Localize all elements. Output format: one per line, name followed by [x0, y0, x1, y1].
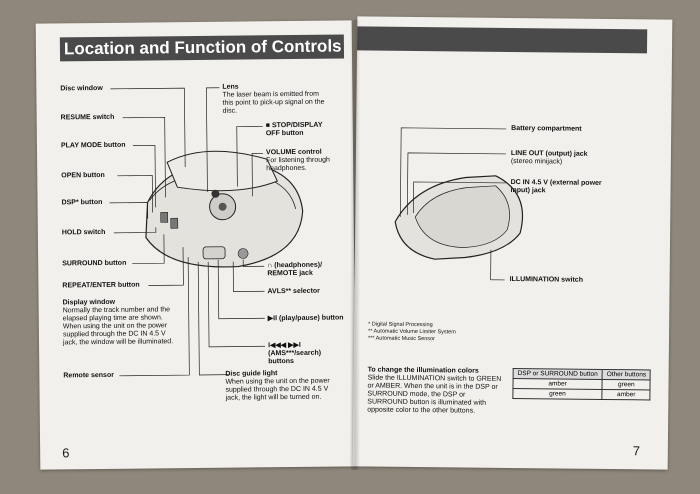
table-header-other-buttons: Other buttons	[602, 369, 651, 380]
display-window-description: Normally the track number and the elapse…	[62, 306, 174, 347]
label-headphones-jack: ∩ (headphones)/ REMOTE jack	[267, 261, 323, 278]
illumination-section: To change the illumination colors Slide …	[367, 366, 505, 415]
label-disc-guide-light: Disc guide light When using the unit on …	[225, 370, 337, 403]
label-play-pause-button: ▶II (play/pause) button	[267, 314, 344, 323]
disc-guide-description: When using the unit on the power supplie…	[225, 377, 330, 402]
label-dsp-button: DSP* button	[61, 198, 103, 207]
illumination-heading: To change the illumination colors	[367, 366, 479, 375]
footnote-3: *** Automatic Music Sensor	[367, 335, 435, 343]
label-display-window: Display window Normally the track number…	[62, 298, 174, 347]
label-repeat-enter-button: REPEAT/ENTER button	[62, 281, 140, 290]
label-stop-display-button: ■ STOP/DISPLAY OFF button	[265, 121, 323, 138]
table-row: green amber	[512, 388, 651, 400]
label-dc-in-jack: DC IN 4.5 V (external power input) jack	[510, 178, 602, 195]
label-hold-switch: HOLD switch	[61, 228, 106, 237]
line-out-description: (stereo minijack)	[510, 157, 563, 166]
label-surround-button: SURROUND button	[62, 259, 127, 268]
left-page: Location and Function of Controls	[35, 20, 357, 470]
cd-player-bottom-diagram	[394, 127, 524, 281]
right-page: Battery compartment LINE OUT (output) ja…	[352, 16, 673, 470]
table-cell: amber	[601, 389, 651, 400]
label-volume-control: VOLUME control For listening through hea…	[266, 149, 336, 174]
label-avls-selector: AVLS** selector	[267, 287, 320, 296]
label-remote-sensor: Remote sensor	[63, 371, 114, 380]
label-lens: Lens The laser beam is emitted from this…	[222, 83, 330, 116]
illumination-body: Slide the ILLUMINATION switch to GREEN o…	[367, 374, 502, 415]
label-disc-window: Disc window	[60, 84, 103, 93]
label-open-button: OPEN button	[61, 171, 105, 180]
page-number-left: 6	[62, 445, 70, 461]
label-play-mode-button: PLAY MODE button	[60, 141, 126, 150]
illumination-color-table: DSP or SURROUND button Other buttons amb…	[512, 368, 651, 400]
label-illumination-switch: ILLUMINATION switch	[509, 275, 584, 284]
table-cell: green	[602, 379, 651, 390]
volume-description: For listening through headphones.	[266, 156, 330, 173]
cd-player-top-diagram	[109, 87, 304, 377]
lens-description: The laser beam is emitted from this poin…	[222, 90, 325, 115]
label-battery-compartment: Battery compartment	[511, 124, 582, 133]
label-resume-switch: RESUME switch	[60, 113, 115, 122]
label-line-out-jack: LINE OUT (output) jack (stereo minijack)	[511, 150, 621, 167]
table-cell: green	[512, 388, 603, 400]
label-ams-search-buttons: I◀◀◀ ▶▶I (AMS***/search) buttons	[268, 341, 322, 366]
book-gutter	[350, 20, 360, 470]
page-number-right: 7	[632, 443, 641, 459]
